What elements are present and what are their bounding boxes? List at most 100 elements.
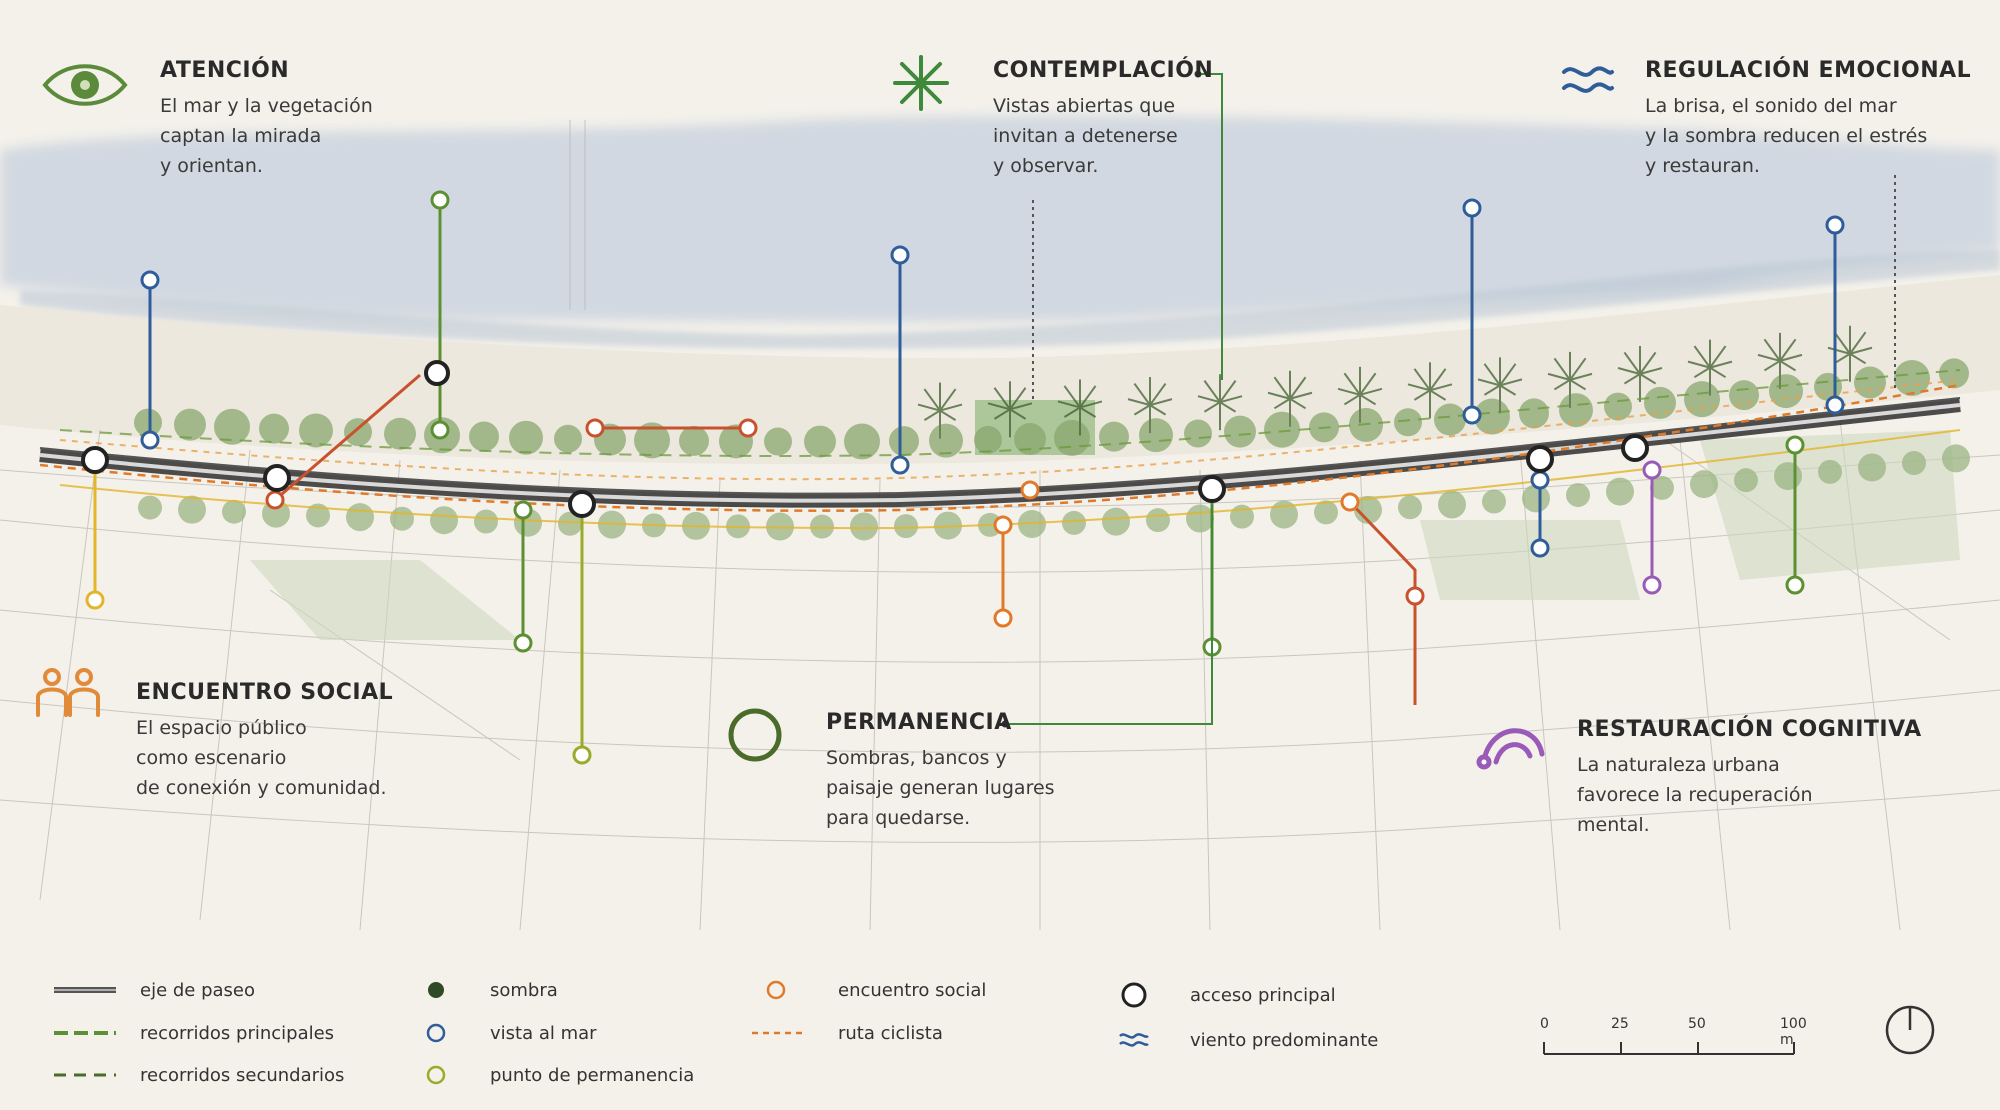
marker-end (1642, 460, 1662, 480)
legend-label: ruta ciclista (838, 1022, 943, 1044)
palm-frond (1687, 360, 1711, 369)
tree-canopy (299, 413, 333, 448)
people-icon (36, 668, 100, 717)
tree-clusters (134, 325, 1970, 541)
legend-item-encuentro: encuentro social (748, 975, 986, 1005)
tree-canopy (178, 495, 206, 524)
palm-frond (939, 388, 957, 412)
tree-canopy (1854, 366, 1886, 399)
legend-label: vista al mar (490, 1022, 597, 1044)
main-route-icon (54, 1031, 116, 1035)
tree-canopy (469, 421, 499, 452)
palm-tree (987, 381, 1033, 438)
marker-end (890, 245, 910, 265)
palm-frond (1343, 393, 1361, 406)
palm-frond (1779, 360, 1797, 372)
palm-frond (1063, 385, 1081, 409)
annotation-leaders (1001, 70, 1896, 728)
tree-canopy (1644, 386, 1676, 419)
annotation-title: ATENCIÓN (160, 58, 290, 83)
tree-canopy (214, 408, 250, 445)
secondary-route-2 (59, 429, 1961, 530)
palm-frond (1639, 373, 1657, 385)
tree-canopy (554, 424, 582, 453)
palm-tree (1617, 345, 1663, 402)
palm-tree (1197, 374, 1243, 431)
marker-end (1825, 215, 1845, 235)
legend-item-viento: viento predominante (1100, 1025, 1378, 1055)
palm-frond (1203, 401, 1221, 413)
palm-frond (1009, 402, 1033, 411)
access-point (81, 446, 109, 474)
marker-end (513, 633, 533, 653)
tree-canopy (1774, 462, 1802, 491)
access-point (1621, 434, 1649, 462)
palm-frond (1359, 372, 1377, 396)
palm-frond (1827, 346, 1851, 355)
palm-frond (1359, 387, 1383, 396)
sea-view-dot-icon (426, 1023, 446, 1043)
tree-canopy (1018, 510, 1046, 539)
tree-canopy (974, 425, 1002, 454)
tree-canopy (1099, 421, 1129, 452)
scale-bar-line (1543, 1042, 1795, 1055)
asterisk-icon (893, 55, 949, 111)
tree-canopy (1818, 459, 1842, 484)
palm-frond (1197, 395, 1221, 404)
tree-canopy (1014, 423, 1046, 456)
stay-point-dot-icon (426, 1065, 446, 1085)
shade-dot-icon (428, 982, 444, 998)
palm-frond (1849, 331, 1867, 355)
eye-icon (42, 64, 128, 106)
tree-canopy (1062, 510, 1086, 535)
annotation-body: Sombras, bancos y paisaje generan lugare… (826, 747, 1055, 829)
arc-icon (1476, 728, 1545, 770)
marker-end (430, 420, 450, 440)
palm-frond (1149, 404, 1167, 416)
annotation-permanencia: PERMANENCIA Sombras, bancos y paisaje ge… (826, 710, 1055, 833)
palm-frond (1133, 382, 1151, 406)
social-point (585, 418, 605, 438)
legend-item-secundarios: recorridos secundarios (50, 1060, 344, 1090)
palm-frond (1763, 338, 1781, 362)
tree-canopy (1858, 453, 1886, 482)
palm-frond (1203, 380, 1221, 403)
tree-canopy (844, 423, 880, 460)
tree-canopy (134, 408, 162, 437)
tree-canopy (1566, 483, 1590, 508)
tree-canopy (1102, 507, 1130, 536)
palm-tree (1477, 357, 1523, 414)
palm-frond (1477, 378, 1501, 387)
legend-item-permanencia: punto de permanencia (400, 1060, 694, 1090)
tree-canopy (1264, 411, 1300, 448)
palm-frond (1499, 363, 1517, 386)
tree-canopy (1224, 415, 1256, 448)
scale-label-25: 25 (1611, 1016, 1629, 1032)
palm-frond (993, 408, 1011, 420)
access-point (1198, 475, 1226, 503)
palm-frond (1273, 376, 1291, 400)
tree-canopy (384, 417, 416, 450)
tree-canopy (766, 512, 794, 541)
palm-frond (1709, 345, 1727, 369)
palm-frond (1833, 352, 1851, 365)
tree-canopy (850, 512, 878, 541)
north-arrow-icon (1885, 1005, 1935, 1055)
marker-end (1530, 470, 1550, 490)
tree-canopy (174, 408, 206, 441)
palm-frond (1849, 352, 1867, 365)
palm-frond (1693, 345, 1711, 369)
access-point (568, 490, 596, 518)
annotation-title: ENCUENTRO SOCIAL (136, 680, 394, 705)
tree-canopy (1902, 451, 1926, 476)
palm-frond (1063, 406, 1081, 418)
social-point (265, 490, 285, 510)
palm-frond (1407, 383, 1431, 392)
social-point (1405, 586, 1425, 606)
palm-frond (1763, 360, 1781, 372)
annotation-body: La naturaleza urbana favorece la recuper… (1577, 754, 1813, 836)
tree-canopy (1482, 489, 1506, 514)
palm-frond (1757, 353, 1781, 362)
palm-tree (1687, 339, 1733, 396)
palm-frond (1133, 404, 1151, 416)
